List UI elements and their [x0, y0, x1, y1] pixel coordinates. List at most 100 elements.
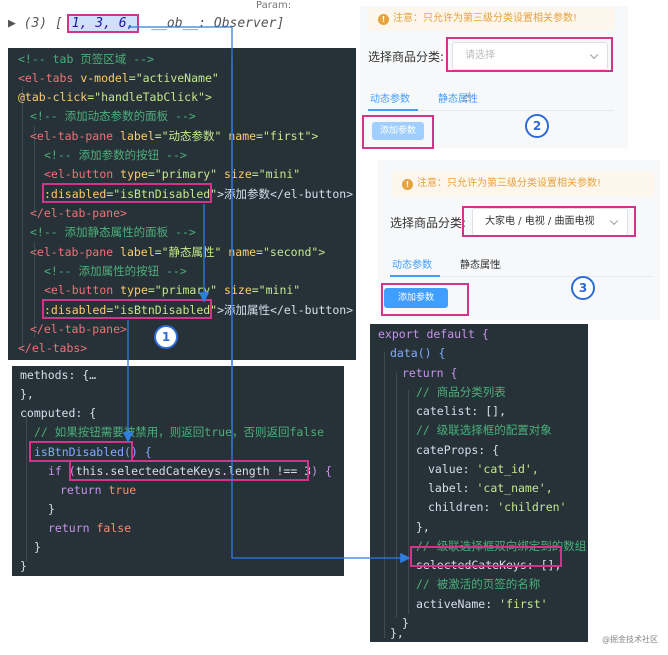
code-text: children: [428, 500, 498, 514]
category-label: 选择商品分类: [390, 216, 467, 230]
code-text: }, [416, 520, 430, 534]
code-keyword: return [60, 483, 109, 497]
warning-notice: !注意：只允许为第三级分类设置相关参数! [368, 8, 614, 30]
highlight-selected-category [462, 206, 636, 237]
code-attr: label [120, 129, 155, 143]
data-code-panel: export default { data() { return { // 商品… [370, 324, 588, 642]
cursor-icon: ☝ [464, 90, 472, 104]
code-string: ="mini" [251, 283, 301, 297]
code-string: 'children' [497, 500, 567, 514]
code-text: } [48, 502, 55, 516]
code-string: ="handleTabClick"> [87, 90, 212, 104]
tab-divider [368, 110, 614, 111]
code-text: activeName: [416, 597, 500, 611]
code-text: catelist: [], [416, 404, 507, 418]
code-tag: </el-tabs> [18, 341, 88, 355]
code-comment: // 如果按钮需要被禁用，则返回true，否则返回false [34, 425, 325, 439]
code-text: methods: {… [20, 368, 97, 382]
watermark: @掘金技术社区 [602, 635, 658, 644]
code-attr: v-model [80, 71, 129, 85]
code-string: 'cat_id', [476, 462, 539, 476]
code-tag: </el-tab-pane> [30, 322, 127, 336]
code-attr: type [120, 167, 148, 181]
code-string: ="动态参数" [154, 129, 229, 143]
code-text: } [20, 559, 27, 573]
code-string: ="activeName" [128, 71, 219, 85]
cursor-icon: ☝ [494, 258, 502, 272]
tab-divider [390, 276, 652, 277]
step-badge-2: 2 [525, 114, 549, 138]
computed-code-panel: methods: {… }, computed: { // 如果按钮需要被禁用，… [12, 366, 344, 576]
highlight-empty-select [446, 37, 613, 72]
code-text: >添加参数</el-button> [217, 187, 354, 201]
cascader-placeholder: 请选择 [465, 50, 495, 61]
code-comment: // 被激活的页签的名称 [416, 577, 541, 591]
code-keyword: ) { [311, 464, 332, 478]
code-tag: <el-tab-pane [30, 129, 121, 143]
highlight-disabled-binding-2 [42, 299, 212, 319]
add-param-button-disabled[interactable]: 添加参数 [372, 122, 424, 140]
highlight-disabled-button [362, 115, 434, 149]
code-text: }, [20, 387, 34, 401]
code-text: >添加属性</el-button> [217, 303, 354, 317]
code-keyword: export default { [378, 327, 489, 341]
ui-panel-enabled-state: !注意：只允许为第三级分类设置相关参数! 选择商品分类: 大家电 / 电视 / … [378, 160, 660, 320]
code-text: computed: { [20, 406, 97, 420]
code-attr: :disabled [44, 303, 107, 317]
code-text: value: [428, 462, 477, 476]
code-string: 'first' [499, 597, 548, 611]
code-string: ="second"> [256, 245, 326, 259]
code-comment: <!-- 添加参数的按钮 --> [44, 148, 187, 162]
code-keyword: return { [402, 366, 458, 380]
step-badge-1: 1 [154, 325, 178, 349]
code-tag: </el-tab-pane> [30, 206, 127, 220]
code-attr: name [228, 129, 257, 143]
code-comment: // 级联选择框的配置对象 [416, 423, 552, 437]
code-function: isBtnDisabled() { [34, 445, 152, 459]
warning-notice: !注意：只允许为第三级分类设置相关参数! [392, 172, 654, 196]
code-string: ="isBtnDisabled" [106, 187, 218, 201]
category-label: 选择商品分类: [368, 50, 445, 64]
code-string: ="primary" [147, 167, 225, 181]
ui-panel-disabled-state: !注意：只允许为第三级分类设置相关参数! 选择商品分类: 请选择 动态参数 静态… [360, 6, 628, 148]
code-attr: type [120, 283, 148, 297]
console-prefix: ▶ (3) [ [8, 16, 63, 31]
code-attr: :disabled [44, 187, 107, 201]
code-literal: true [108, 483, 137, 497]
code-text: }, [390, 626, 404, 640]
tab-static-attrs[interactable]: 静态属性 [438, 94, 478, 105]
code-literal: false [96, 521, 132, 535]
category-cascader[interactable]: 请选择 [452, 42, 608, 70]
console-array-values: 1, 3, 6, [66, 14, 140, 33]
code-attr: size [224, 167, 252, 181]
code-comment: <!-- tab 页签区域 --> [18, 52, 155, 66]
highlight-length-check [69, 460, 309, 481]
code-string: ="first"> [256, 129, 319, 143]
code-string: ="mini" [251, 167, 301, 181]
tab-static-attrs[interactable]: 静态属性 [460, 260, 500, 271]
code-text: } [402, 616, 409, 630]
code-tag: <el-tabs [18, 71, 81, 85]
code-comment: <!-- 添加属性的按钮 --> [44, 264, 187, 278]
arrow-console-to-data [128, 26, 411, 564]
code-comment: // 商品分类列表 [416, 385, 506, 399]
highlight-enabled-button [381, 283, 469, 316]
code-text: label: [428, 481, 477, 495]
highlight-selectedCateKeys [410, 546, 562, 567]
code-keyword: if ( [48, 464, 76, 478]
code-attr: @tab-click [18, 90, 88, 104]
add-param-button-enabled[interactable]: 添加参数 [384, 288, 448, 308]
highlight-disabled-binding-1 [42, 183, 212, 203]
cascader-value: 大家电 / 电视 / 曲面电视 [485, 216, 595, 227]
code-string: ="静态属性" [154, 245, 229, 259]
code-attr: name [228, 245, 257, 259]
code-tag: <el-button [44, 167, 121, 181]
warning-icon: ! [378, 14, 389, 25]
template-code-panel: <!-- tab 页签区域 --> <el-tabs v-model="acti… [8, 48, 356, 360]
warning-icon: ! [402, 179, 413, 190]
category-cascader[interactable]: 大家电 / 电视 / 曲面电视 [472, 208, 628, 236]
code-text: } [34, 540, 41, 554]
tab-dynamic-params[interactable]: 动态参数 [392, 260, 432, 271]
tab-dynamic-params[interactable]: 动态参数 [370, 94, 410, 105]
code-tag: <el-tab-pane [30, 245, 121, 259]
